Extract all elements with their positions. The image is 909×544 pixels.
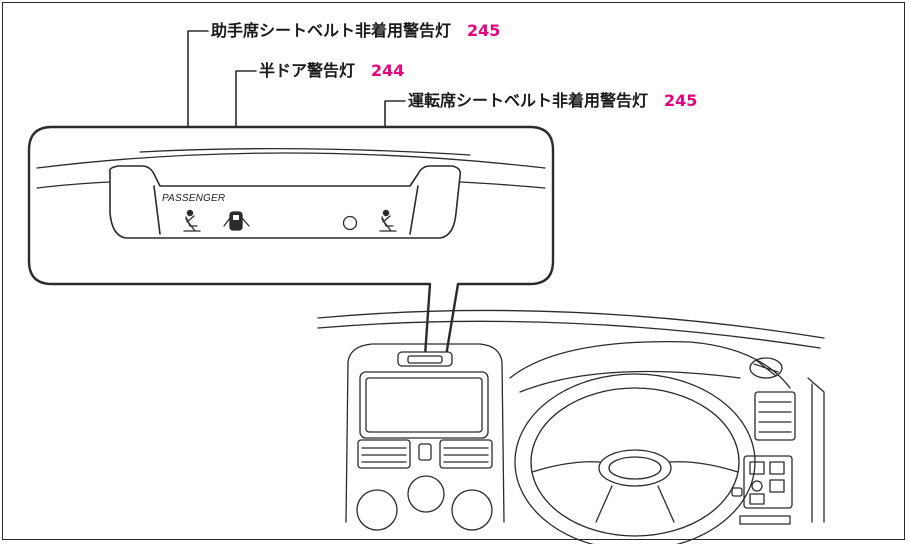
callout-driver-seatbelt: 運転席シートベルト非着用警告灯 245: [408, 91, 697, 111]
passenger-seatbelt-icon: [183, 209, 201, 232]
zoom-dash-lines: [36, 147, 546, 189]
callout-passenger-seatbelt-page[interactable]: 245: [467, 21, 501, 40]
callout-driver-seatbelt-page[interactable]: 245: [664, 91, 698, 110]
indicator-circle-icon: [342, 215, 358, 231]
callout-passenger-seatbelt: 助手席シートベルト非着用警告灯 245: [211, 21, 500, 41]
callout-door-ajar-page[interactable]: 244: [371, 61, 405, 80]
callout-door-ajar: 半ドア警告灯 244: [259, 61, 404, 81]
callout-door-ajar-label: 半ドア警告灯: [259, 61, 356, 80]
callout-passenger-seatbelt-label: 助手席シートベルト非着用警告灯: [211, 21, 452, 40]
door-ajar-icon: [223, 211, 250, 231]
callout-driver-seatbelt-label: 運転席シートベルト非着用警告灯: [408, 91, 649, 110]
passenger-label: PASSENGER: [162, 193, 226, 204]
overhead-console: [108, 165, 462, 239]
car-interior: [317, 309, 825, 544]
driver-seatbelt-icon: [379, 209, 397, 232]
